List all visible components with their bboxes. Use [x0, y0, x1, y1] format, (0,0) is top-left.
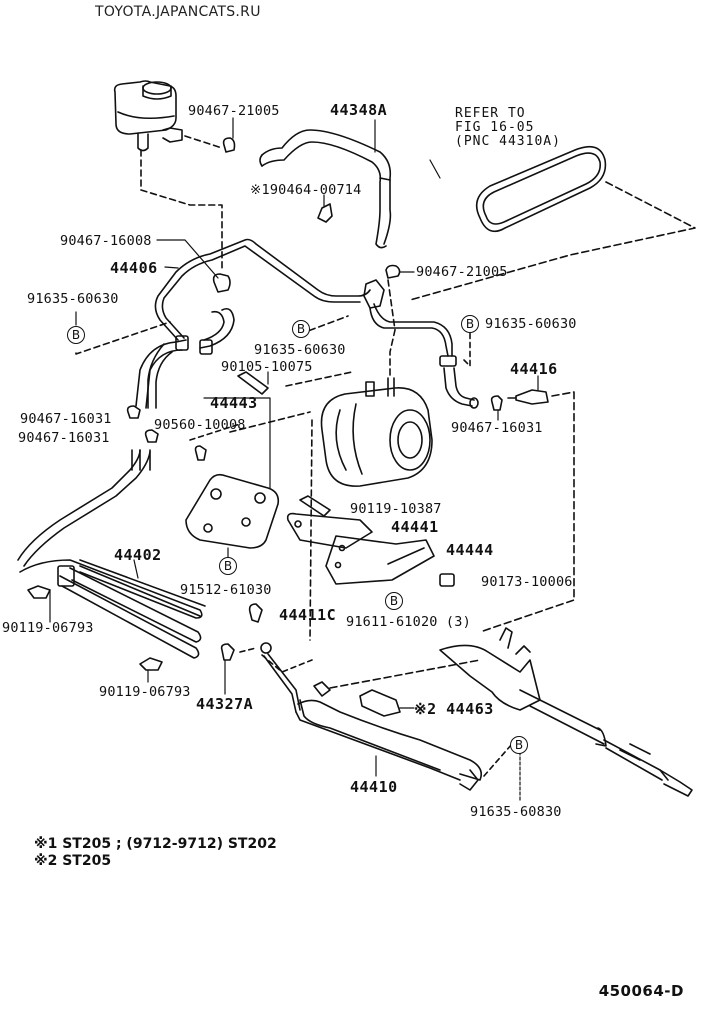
part-label-90119-06793-b[interactable]: 90119-06793	[99, 684, 191, 700]
part-label-44402[interactable]: 44402	[114, 546, 162, 564]
part-label-91611-61020[interactable]: 91611-61020 (3)	[346, 614, 471, 630]
pressure-pipe-44406	[155, 240, 370, 341]
refer-note: REFER TO FIG 16-05 (PNC 44310A)	[455, 107, 561, 149]
refer-line1: REFER TO	[455, 106, 526, 121]
oil-cooler-44402	[18, 450, 205, 658]
bolt-06793-b-icon	[140, 658, 162, 670]
part-label-44410[interactable]: 44410	[350, 778, 398, 796]
part-label-90119-06793-a[interactable]: 90119-06793	[2, 620, 94, 636]
clamp-16008-icon	[214, 274, 230, 292]
part-label-90173-10006[interactable]: 90173-10006	[481, 574, 573, 590]
pressure-pipe-right	[370, 304, 478, 408]
clamp-16031-right-icon	[492, 396, 502, 410]
bolt-06793-a-icon	[28, 586, 50, 598]
clamp-44327a-icon	[222, 644, 234, 660]
return-tube-44410	[261, 643, 481, 790]
part-label-90467-21005[interactable]: 90467-21005	[188, 103, 280, 119]
part-label-44348A[interactable]: 44348A	[330, 101, 388, 119]
bolt-10075-icon	[238, 372, 268, 394]
cover-44463-icon	[360, 690, 400, 716]
clamp-21005-icon	[386, 266, 400, 279]
b-marker-bracket: B	[219, 557, 237, 575]
nut-10008-icon	[196, 446, 207, 460]
power-steering-pump	[321, 378, 432, 486]
return-hose-group	[136, 309, 234, 408]
flow-valve-44416	[508, 376, 548, 404]
part-label-44406[interactable]: 44406	[110, 259, 158, 277]
refer-line3: (PNC 44310A)	[455, 134, 561, 149]
steering-rack	[440, 628, 692, 796]
bracket-44443	[186, 398, 278, 548]
bracket-44444	[326, 536, 434, 584]
bracket-44441	[288, 514, 372, 548]
part-label-90560-10008[interactable]: 90560-10008	[154, 417, 246, 433]
part-label-90467-21005-b[interactable]: 90467-21005	[416, 264, 508, 280]
refer-line2: FIG 16-05	[455, 120, 535, 135]
clamp-shape	[224, 138, 235, 152]
part-label-44444[interactable]: 44444	[446, 541, 494, 559]
site-watermark: TOYOTA.JAPANCATS.RU	[95, 4, 261, 20]
clip-icon	[318, 204, 332, 222]
part-label-90467-16031-a[interactable]: 90467-16031	[20, 411, 112, 427]
drive-belt	[430, 147, 605, 232]
b-marker-right: B	[461, 315, 479, 333]
bolt-10387-icon	[300, 496, 330, 516]
clamp-16031-b-icon	[146, 430, 158, 442]
b-marker-mid: B	[292, 320, 310, 338]
b-marker-44444: B	[385, 592, 403, 610]
union-fitting	[364, 280, 384, 308]
part-label-90467-16031-b[interactable]: 90467-16031	[18, 430, 110, 446]
part-label-91635-60630-right[interactable]: 91635-60630	[485, 316, 577, 332]
part-label-91635-60830[interactable]: 91635-60830	[470, 804, 562, 820]
footnote-2: ※2 ST205	[34, 853, 112, 869]
b-marker-tube: B	[510, 736, 528, 754]
part-label-90105-10075[interactable]: 90105-10075	[221, 359, 313, 375]
part-label-44441[interactable]: 44441	[391, 518, 439, 536]
footnote-1: ※1 ST205 ; (9712-9712) ST202	[34, 836, 277, 852]
part-label-90119-10387[interactable]: 90119-10387	[350, 501, 442, 517]
reservoir-hose-44348A	[260, 120, 390, 248]
fitting-icon	[314, 682, 330, 696]
diagram-code: 450064-D	[598, 982, 684, 1000]
part-label-44463[interactable]: ※2 44463	[414, 700, 494, 718]
clamp-16031-a-icon	[128, 406, 140, 418]
part-label-44443[interactable]: 44443	[210, 394, 258, 412]
part-label-90464-00714[interactable]: ※190464-00714	[250, 182, 362, 198]
part-label-90467-16008[interactable]: 90467-16008	[60, 233, 152, 249]
clamp-44411c-icon	[250, 604, 262, 622]
part-label-91512-61030[interactable]: 91512-61030	[180, 582, 272, 598]
part-label-44411C[interactable]: 44411C	[279, 606, 337, 624]
part-label-91635-60630-left[interactable]: 91635-60630	[27, 291, 119, 307]
part-label-44327A[interactable]: 44327A	[196, 695, 254, 713]
part-label-90467-16031-c[interactable]: 90467-16031	[451, 420, 543, 436]
part-label-44416[interactable]: 44416	[510, 360, 558, 378]
reservoir-tank	[115, 81, 182, 151]
b-marker-left: B	[67, 326, 85, 344]
part-label-91635-60630-mid[interactable]: 91635-60630	[254, 342, 346, 358]
nut-10006-icon	[440, 574, 454, 586]
